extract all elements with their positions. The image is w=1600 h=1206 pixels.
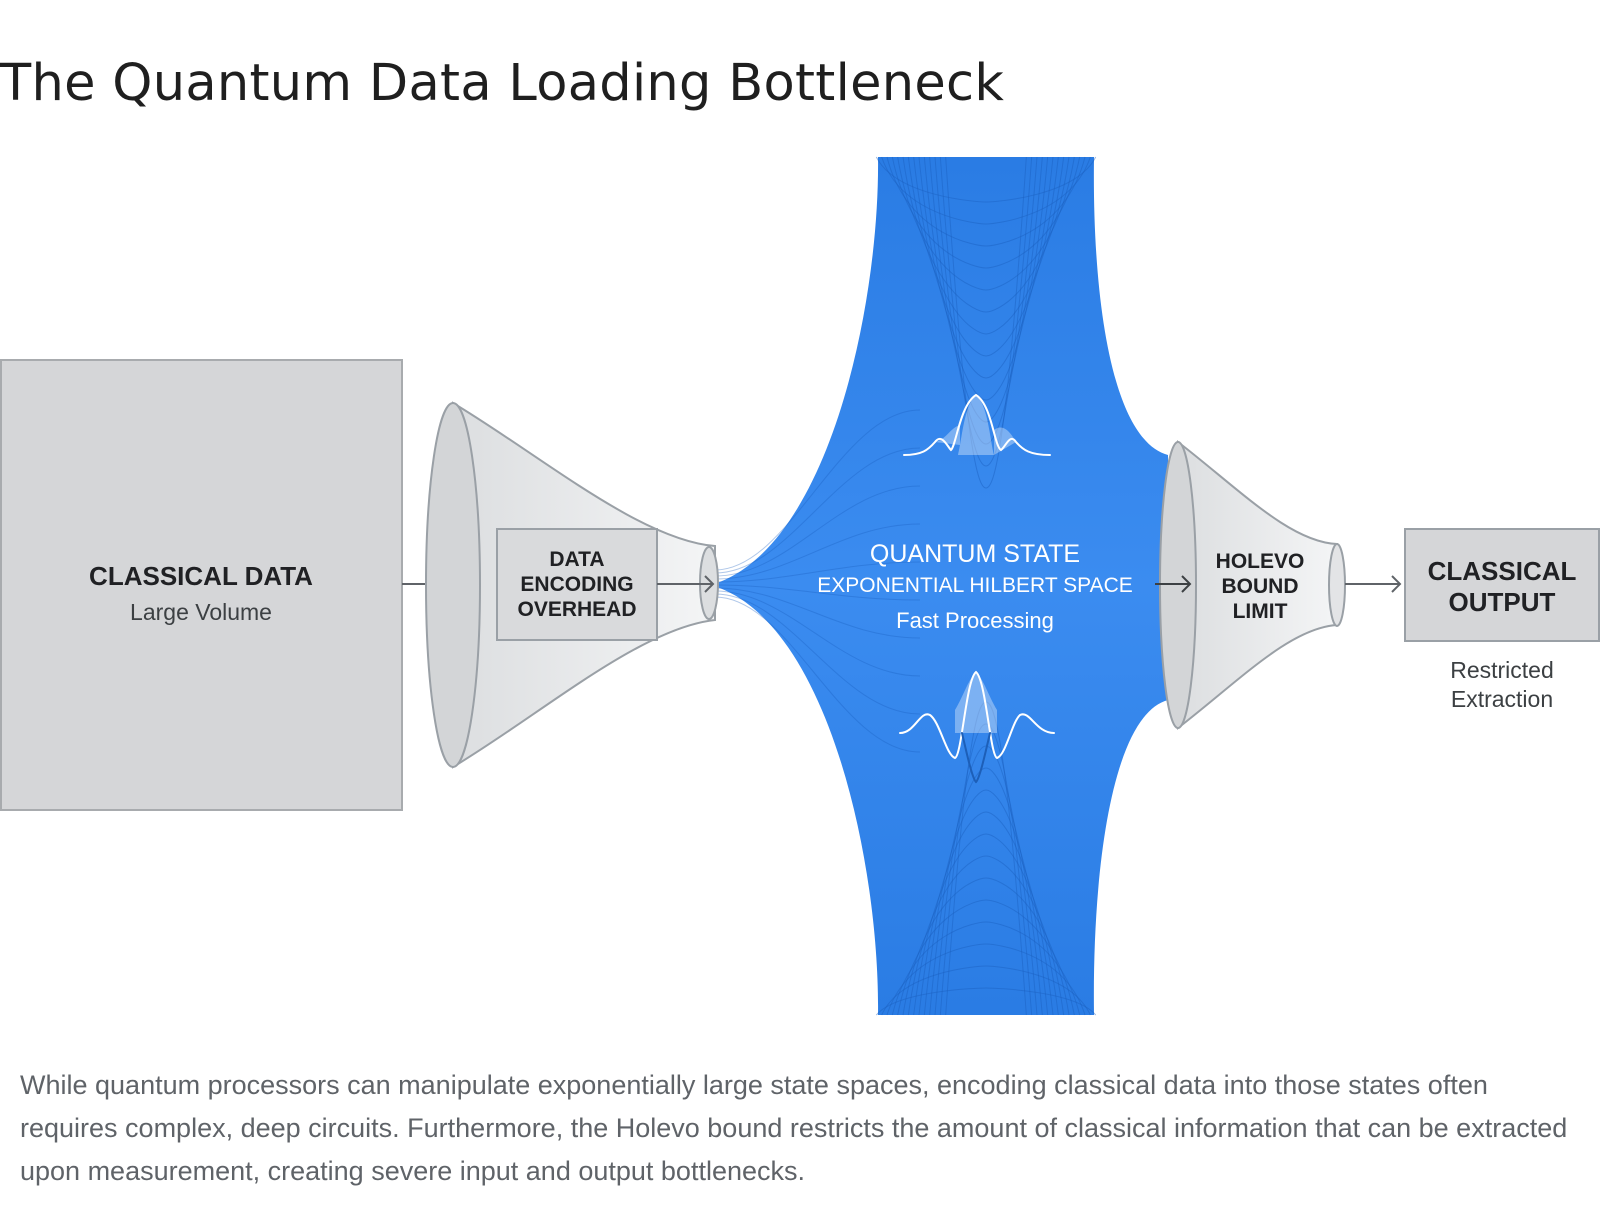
contour-line [923, 789, 1049, 1016]
contour-line [934, 156, 1038, 445]
quantum-state-title: QUANTUM STATE [870, 540, 1080, 568]
encoding-block: DATA ENCODING OVERHEAD [496, 528, 658, 641]
classical-output-note2: Extraction [1451, 686, 1553, 712]
encoding-label-line2: ENCODING [520, 573, 633, 596]
contour-line [929, 156, 1043, 423]
contour-line [939, 156, 1033, 467]
input-funnel-rim [425, 402, 481, 768]
contour-line [714, 561, 921, 583]
classical-data-title: CLASSICAL DATA [89, 561, 313, 591]
classical-output-block: CLASSICAL OUTPUT Restricted Extraction [1404, 528, 1600, 712]
classical-data-box [0, 359, 403, 811]
contour-line [923, 156, 1049, 401]
bottleneck-diagram: CLASSICAL DATA Large Volume DATA ENCODIN… [0, 156, 1600, 1016]
contour-line [897, 156, 1075, 291]
encoding-label-line1: DATA [549, 548, 604, 571]
contour-line [886, 943, 1086, 1016]
contour-line [714, 485, 921, 577]
page-title: The Quantum Data Loading Bottleneck [0, 54, 1005, 113]
arrow-right-icon [1345, 575, 1402, 593]
contour-line [902, 877, 1070, 1016]
contour-line [913, 156, 1059, 357]
quantum-state-subtitle: EXPONENTIAL HILBERT SPACE [817, 574, 1133, 597]
contour-line [945, 156, 1027, 489]
classical-output-note1: Restricted [1450, 657, 1554, 683]
contour-line [714, 590, 921, 677]
contour-line [714, 593, 921, 715]
contour-line [714, 447, 921, 574]
classical-output-line1: CLASSICAL [1428, 556, 1577, 586]
wave-packet-icon [899, 670, 1055, 784]
contour-line [714, 596, 921, 753]
contour-line [714, 409, 921, 571]
arrow-right-icon [1155, 575, 1192, 593]
contour-line [881, 965, 1091, 1016]
holevo-label-line2: BOUND [1222, 575, 1299, 598]
quantum-state-note: Fast Processing [896, 608, 1054, 633]
quantum-state-region [711, 156, 1168, 1016]
holevo-label-line3: LIMIT [1233, 600, 1288, 623]
contour-line [929, 767, 1043, 1016]
contour-line [714, 584, 921, 601]
contour-line [875, 987, 1097, 1016]
contour-line [907, 855, 1065, 1016]
holevo-funnel-neck [1328, 543, 1346, 627]
contour-line [881, 156, 1091, 225]
contour-line [891, 921, 1081, 1016]
contour-line [939, 723, 1033, 1016]
classical-output-line2: OUTPUT [1449, 587, 1556, 617]
contour-line [897, 899, 1075, 1016]
contour-line [907, 156, 1065, 335]
contour-line [913, 833, 1059, 1016]
classical-output-box [1404, 528, 1600, 642]
contour-line [714, 587, 921, 639]
arrow-right-icon [657, 575, 715, 593]
classical-data-subtitle: Large Volume [130, 599, 272, 625]
contour-line [875, 156, 1097, 203]
wave-packet-icon [903, 393, 1051, 456]
contour-line [902, 156, 1070, 313]
contour-line [714, 523, 921, 580]
contour-line [918, 156, 1054, 379]
holevo-label-line1: HOLEVO [1216, 550, 1305, 573]
contour-line [891, 156, 1081, 269]
contour-line [886, 156, 1086, 247]
encoding-box [496, 528, 658, 641]
classical-data-block: CLASSICAL DATA Large Volume [0, 359, 403, 811]
contour-line [918, 811, 1054, 1016]
quantum-band [711, 157, 1168, 1015]
encoding-label-line3: OVERHEAD [517, 598, 636, 621]
caption-paragraph: While quantum processors can manipulate … [20, 1070, 1568, 1186]
